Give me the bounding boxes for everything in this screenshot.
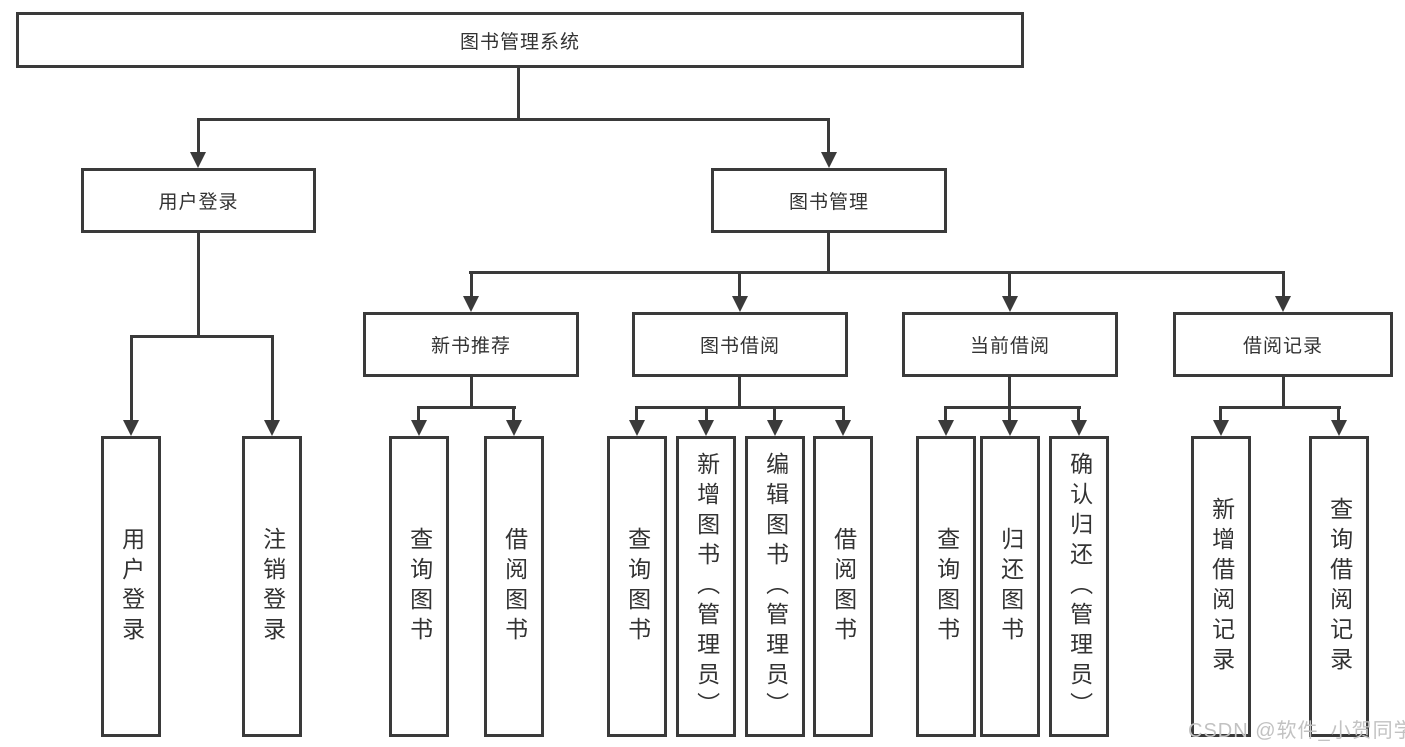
arrowhead-icon: [938, 420, 954, 436]
connector: [417, 406, 516, 409]
arrowhead-icon: [1213, 420, 1229, 436]
leaf-add-book-admin: 新增图书（管理员）: [676, 436, 736, 737]
arrowhead-icon: [835, 420, 851, 436]
node-borrow-records: 借阅记录: [1173, 312, 1393, 377]
arrowhead-icon: [264, 420, 280, 436]
node-book-borrow: 图书借阅: [632, 312, 848, 377]
leaf-query-books-borrow: 查询图书: [607, 436, 667, 737]
node-label: 查询图书: [933, 526, 960, 647]
connector: [635, 406, 845, 409]
node-label: 当前借阅: [969, 336, 1050, 357]
connector: [635, 406, 638, 420]
leaf-add-borrow-record: 新增借阅记录: [1191, 436, 1251, 737]
connector: [773, 406, 776, 420]
connector: [512, 406, 515, 420]
connector: [197, 118, 200, 152]
leaf-confirm-return-admin: 确认归还（管理员）: [1049, 436, 1109, 737]
connector: [1282, 377, 1285, 406]
node-label: 图书管理: [788, 192, 869, 213]
connector: [1008, 271, 1011, 296]
connector: [944, 406, 1081, 409]
arrowhead-icon: [1071, 420, 1087, 436]
node-current-borrow: 当前借阅: [902, 312, 1118, 377]
leaf-query-books-recommend: 查询图书: [389, 436, 449, 737]
node-label: 借阅图书: [830, 526, 857, 647]
arrowhead-icon: [629, 420, 645, 436]
node-label: 新增借阅记录: [1208, 496, 1235, 677]
leaf-edit-book-admin: 编辑图书（管理员）: [745, 436, 805, 737]
leaf-borrow-books-recommend: 借阅图书: [484, 436, 544, 737]
node-label: 新增图书（管理员）: [693, 451, 720, 722]
arrowhead-icon: [1275, 296, 1291, 312]
leaf-logout: 注销登录: [242, 436, 302, 737]
arrowhead-icon: [732, 296, 748, 312]
node-label: 新书推荐: [430, 336, 511, 357]
node-library-system: 图书管理系统: [16, 12, 1024, 68]
connector: [842, 406, 845, 420]
connector: [1337, 406, 1340, 420]
connector: [517, 68, 520, 118]
connector: [470, 271, 473, 296]
arrowhead-icon: [767, 420, 783, 436]
arrowhead-icon: [698, 420, 714, 436]
node-label: 查询借阅记录: [1326, 496, 1353, 677]
connector: [944, 406, 947, 420]
arrowhead-icon: [411, 420, 427, 436]
connector: [827, 118, 830, 152]
connector: [417, 406, 420, 420]
arrowhead-icon: [463, 296, 479, 312]
connector: [1282, 271, 1285, 296]
leaf-return-book: 归还图书: [980, 436, 1040, 737]
watermark: CSDN @软件_小贺同学: [1188, 720, 1405, 742]
node-label: 查询图书: [624, 526, 651, 647]
connector: [1219, 406, 1341, 409]
connector: [1008, 377, 1011, 406]
connector: [469, 271, 1285, 274]
node-label: 编辑图书（管理员）: [762, 451, 789, 722]
connector: [197, 118, 829, 121]
node-new-book-recommend: 新书推荐: [363, 312, 579, 377]
connector: [738, 377, 741, 406]
connector: [197, 233, 200, 335]
arrowhead-icon: [1002, 296, 1018, 312]
connector: [1008, 406, 1011, 420]
node-label: 用户登录: [118, 526, 145, 647]
node-label: 图书管理系统: [459, 31, 580, 53]
leaf-query-books-current: 查询图书: [916, 436, 976, 737]
node-label: 图书借阅: [699, 336, 780, 357]
node-label: 归还图书: [997, 526, 1024, 647]
connector: [271, 335, 274, 420]
arrowhead-icon: [190, 152, 206, 168]
arrowhead-icon: [821, 152, 837, 168]
connector: [827, 233, 830, 271]
node-label: 确认归还（管理员）: [1066, 451, 1093, 722]
leaf-user-login: 用户登录: [101, 436, 161, 737]
leaf-query-borrow-record: 查询借阅记录: [1309, 436, 1369, 737]
arrowhead-icon: [506, 420, 522, 436]
node-label: 查询图书: [406, 526, 433, 647]
node-label: 借阅记录: [1242, 336, 1323, 357]
connector: [130, 335, 274, 338]
node-user-login: 用户登录: [81, 168, 316, 233]
node-book-management: 图书管理: [711, 168, 947, 233]
arrowhead-icon: [123, 420, 139, 436]
connector: [1219, 406, 1222, 420]
arrowhead-icon: [1331, 420, 1347, 436]
connector: [738, 271, 741, 296]
node-label: 借阅图书: [501, 526, 528, 647]
node-label: 注销登录: [259, 526, 286, 647]
node-label: 用户登录: [158, 192, 239, 213]
leaf-borrow-books-borrow: 借阅图书: [813, 436, 873, 737]
arrowhead-icon: [1002, 420, 1018, 436]
connector: [1077, 406, 1080, 420]
connector: [470, 377, 473, 406]
connector: [130, 335, 133, 420]
connector: [705, 406, 708, 420]
